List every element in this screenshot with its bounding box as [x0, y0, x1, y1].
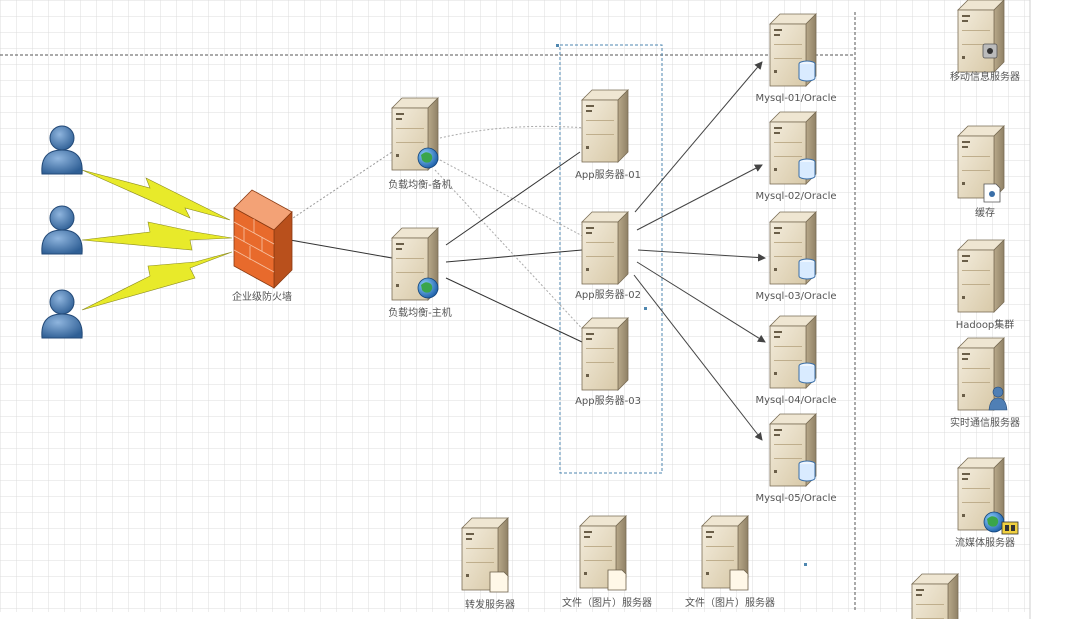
db4-label: Mysql-04/Oracle [755, 395, 836, 406]
app2-label: App服务器-02 [575, 288, 641, 301]
database-icon [798, 158, 816, 180]
db3-label: Mysql-03/Oracle [755, 291, 836, 302]
app3-label: App服务器-03 [575, 394, 641, 407]
link-lb-main-app3 [445, 277, 583, 343]
lock-icon [982, 43, 998, 59]
mobile-push-label: 移动信息服务器 [950, 70, 1020, 83]
globe-icon [417, 277, 439, 299]
app1-label: App服务器-01 [575, 168, 641, 181]
mobile-push-server-icon[interactable] [957, 0, 1005, 73]
database-icon [798, 258, 816, 280]
db2-label: Mysql-02/Oracle [755, 191, 836, 202]
hadoop-server-icon[interactable] [957, 239, 1005, 313]
lb-main-label: 负载均衡-主机 [388, 306, 452, 319]
globe-icon [983, 511, 1005, 533]
streaming-label: 流媒体服务器 [955, 536, 1015, 549]
link-firewall-lb-main [289, 239, 393, 259]
selection-handle[interactable] [644, 307, 647, 310]
file1-label: 文件（图片）服务器 [562, 596, 652, 609]
link-firewall-lb-backup [289, 149, 396, 221]
app3-server-icon[interactable] [581, 317, 629, 391]
database-icon [798, 362, 816, 384]
app2-server-icon[interactable] [581, 211, 629, 285]
grid-background [0, 0, 1030, 612]
cache-label: 缓存 [975, 206, 995, 219]
film-icon [1001, 521, 1019, 535]
lb-backup-label: 负载均衡-备机 [388, 178, 452, 191]
file2-label: 文件（图片）服务器 [685, 596, 775, 609]
app-db-links [633, 61, 766, 441]
hadoop-label: Hadoop集群 [956, 318, 1015, 331]
link-lb-backup-app2 [439, 159, 591, 241]
cache-doc-icon [983, 183, 1001, 203]
link-lb-main-app2 [445, 249, 583, 263]
firewall-label: 企业级防火墙 [232, 290, 292, 303]
user-small-icon [988, 386, 1008, 411]
extra-server-icon[interactable] [911, 573, 959, 619]
document-icon [729, 569, 749, 591]
firewall-icon[interactable] [233, 189, 293, 289]
link-lb-main-app1 [445, 151, 581, 246]
db1-label: Mysql-01/Oracle [755, 93, 836, 104]
database-icon [798, 460, 816, 482]
selection-handle[interactable] [804, 563, 807, 566]
app-selection-frame[interactable] [559, 44, 663, 474]
link-lb-backup-app1 [439, 125, 586, 139]
database-icon [798, 60, 816, 82]
document-icon [607, 569, 627, 591]
transcode-label: 转发服务器 [465, 598, 515, 611]
globe-icon [417, 147, 439, 169]
realtime-label: 实时通信服务器 [950, 416, 1020, 429]
db5-label: Mysql-05/Oracle [755, 493, 836, 504]
selection-handle[interactable] [556, 44, 559, 47]
document-icon [489, 571, 509, 593]
app1-server-icon[interactable] [581, 89, 629, 163]
link-lb-backup-app3 [434, 169, 589, 336]
lightning-links [81, 169, 233, 311]
